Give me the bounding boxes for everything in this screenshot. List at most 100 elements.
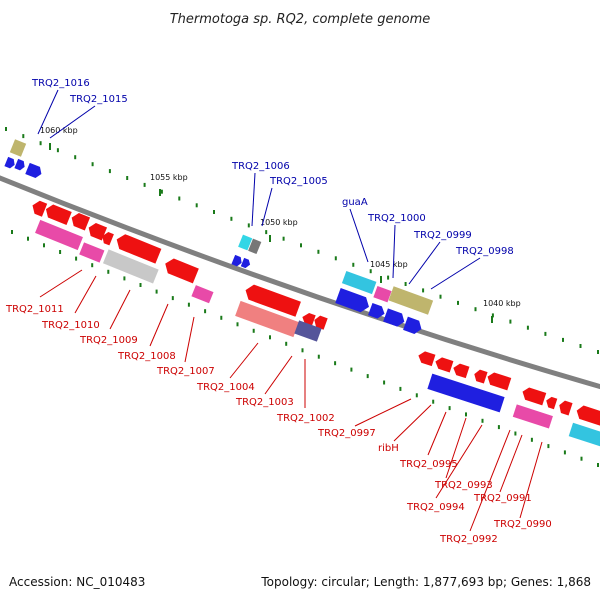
gene-label[interactable]: TRQ2_1015 bbox=[69, 94, 128, 105]
label-leader-line bbox=[430, 257, 481, 290]
gene-feature[interactable] bbox=[383, 308, 407, 328]
gene-feature[interactable] bbox=[451, 362, 470, 379]
gene-feature[interactable] bbox=[243, 283, 301, 317]
gene-label[interactable]: TRQ2_1003 bbox=[235, 397, 294, 408]
gene-label[interactable]: ribH bbox=[378, 443, 399, 454]
tick-mark bbox=[300, 243, 302, 248]
tick-mark bbox=[252, 328, 255, 333]
kbp-label: 1060 kbp bbox=[40, 126, 78, 135]
gene-feature[interactable] bbox=[69, 211, 91, 231]
gene-feature[interactable] bbox=[341, 270, 377, 295]
gene-feature[interactable] bbox=[544, 396, 558, 410]
gene-feature[interactable] bbox=[14, 158, 26, 172]
gene-label[interactable]: TRQ2_0993 bbox=[434, 480, 493, 491]
tick-mark bbox=[597, 350, 599, 354]
gene-feature[interactable] bbox=[231, 254, 243, 268]
gene-label[interactable]: TRQ2_0990 bbox=[493, 519, 552, 530]
tick-mark bbox=[143, 182, 146, 187]
gene-feature[interactable] bbox=[294, 320, 322, 342]
kbp-label: 1040 kbp bbox=[483, 299, 521, 308]
gene-feature[interactable] bbox=[434, 356, 454, 373]
gene-feature[interactable] bbox=[568, 422, 600, 448]
tick-mark bbox=[404, 282, 407, 286]
gene-feature[interactable] bbox=[417, 350, 436, 367]
gene-label[interactable]: TRQ2_0999 bbox=[413, 230, 472, 241]
gene-feature[interactable] bbox=[25, 162, 43, 180]
gene-feature[interactable] bbox=[312, 314, 328, 330]
tick-mark bbox=[108, 169, 111, 174]
tick-mark bbox=[213, 210, 215, 214]
label-leader-line bbox=[408, 241, 441, 285]
gene-label[interactable]: TRQ2_1000 bbox=[367, 213, 426, 224]
gene-feature[interactable] bbox=[557, 399, 573, 416]
gene-feature[interactable] bbox=[388, 286, 434, 315]
genome-stats-text: Topology: circular; Length: 1,877,693 bp… bbox=[260, 575, 591, 589]
gene-label[interactable]: TRQ2_0992 bbox=[439, 534, 498, 545]
gene-label[interactable]: TRQ2_0998 bbox=[455, 246, 514, 257]
gene-label[interactable]: TRQ2_1005 bbox=[269, 176, 328, 187]
tick-mark bbox=[334, 256, 337, 261]
gene-label[interactable]: TRQ2_0995 bbox=[399, 459, 458, 470]
gene-feature[interactable] bbox=[472, 368, 488, 384]
gene-label[interactable]: TRQ2_1007 bbox=[156, 366, 215, 377]
gene-feature[interactable] bbox=[240, 257, 252, 269]
gene-label[interactable]: guaA bbox=[342, 197, 368, 208]
gene-label[interactable]: TRQ2_1016 bbox=[31, 78, 90, 89]
gene-label[interactable]: TRQ2_1002 bbox=[276, 413, 335, 424]
kbp-scale: 1060 kbp 1055 kbp 1050 kbp 1045 kbp 1040… bbox=[40, 126, 521, 323]
label-leader-line bbox=[393, 404, 432, 442]
gene-feature[interactable] bbox=[114, 232, 162, 264]
tick-mark bbox=[383, 380, 386, 385]
kbp-label: 1055 kbp bbox=[150, 173, 188, 182]
kbp-tick bbox=[491, 316, 493, 323]
gene-feature[interactable] bbox=[9, 139, 27, 157]
reverse-strand-genes bbox=[30, 199, 600, 448]
gene-feature[interactable] bbox=[35, 219, 83, 251]
gene-feature[interactable] bbox=[4, 156, 16, 170]
label-leader-line bbox=[499, 434, 523, 493]
forward-strand-genes bbox=[4, 139, 434, 336]
gene-feature[interactable] bbox=[100, 231, 114, 246]
gene-feature[interactable] bbox=[520, 386, 547, 406]
gene-label[interactable]: TRQ2_1009 bbox=[79, 335, 138, 346]
tick-mark bbox=[22, 134, 25, 139]
gene-feature[interactable] bbox=[368, 302, 387, 320]
tick-mark bbox=[43, 243, 45, 248]
gene-feature[interactable] bbox=[30, 199, 48, 217]
gene-label[interactable]: TRQ2_0997 bbox=[317, 428, 376, 439]
gene-feature[interactable] bbox=[191, 285, 214, 304]
tick-mark bbox=[123, 276, 126, 281]
gene-feature[interactable] bbox=[427, 373, 505, 413]
tick-mark bbox=[491, 313, 494, 318]
gene-feature[interactable] bbox=[485, 371, 512, 391]
gene-feature[interactable] bbox=[102, 249, 159, 284]
kbp-tick bbox=[159, 189, 161, 196]
gene-feature[interactable] bbox=[373, 285, 392, 303]
forward-gene-label-text: TRQ2_1016 TRQ2_1015 TRQ2_1006 TRQ2_1005 … bbox=[31, 78, 514, 257]
gene-feature[interactable] bbox=[235, 300, 299, 338]
gene-label[interactable]: TRQ2_0991 bbox=[473, 493, 532, 504]
gene-label[interactable]: TRQ2_0994 bbox=[406, 502, 465, 513]
gene-label[interactable]: TRQ2_1010 bbox=[41, 320, 100, 331]
outer-tick-track bbox=[5, 127, 599, 354]
gene-feature[interactable] bbox=[43, 203, 72, 225]
gene-label[interactable]: TRQ2_1004 bbox=[196, 382, 255, 393]
label-leader-line bbox=[427, 411, 447, 456]
gene-feature[interactable] bbox=[512, 404, 553, 429]
gene-feature[interactable] bbox=[162, 256, 199, 284]
label-leader-line bbox=[251, 172, 256, 227]
gene-feature[interactable] bbox=[79, 242, 105, 263]
gene-feature[interactable] bbox=[238, 234, 253, 251]
tick-mark bbox=[547, 444, 550, 449]
gene-feature[interactable] bbox=[335, 288, 371, 314]
label-leader-line bbox=[445, 417, 467, 479]
gene-feature[interactable] bbox=[575, 404, 600, 427]
gene-label[interactable]: TRQ2_1008 bbox=[117, 351, 176, 362]
reverse-gene-labels bbox=[39, 269, 543, 532]
gene-feature[interactable] bbox=[403, 316, 424, 336]
gene-label[interactable]: TRQ2_1011 bbox=[5, 304, 64, 315]
kbp-label: 1050 kbp bbox=[260, 218, 298, 227]
tick-mark bbox=[432, 399, 435, 404]
gene-feature[interactable] bbox=[248, 238, 262, 255]
gene-label[interactable]: TRQ2_1006 bbox=[231, 161, 290, 172]
